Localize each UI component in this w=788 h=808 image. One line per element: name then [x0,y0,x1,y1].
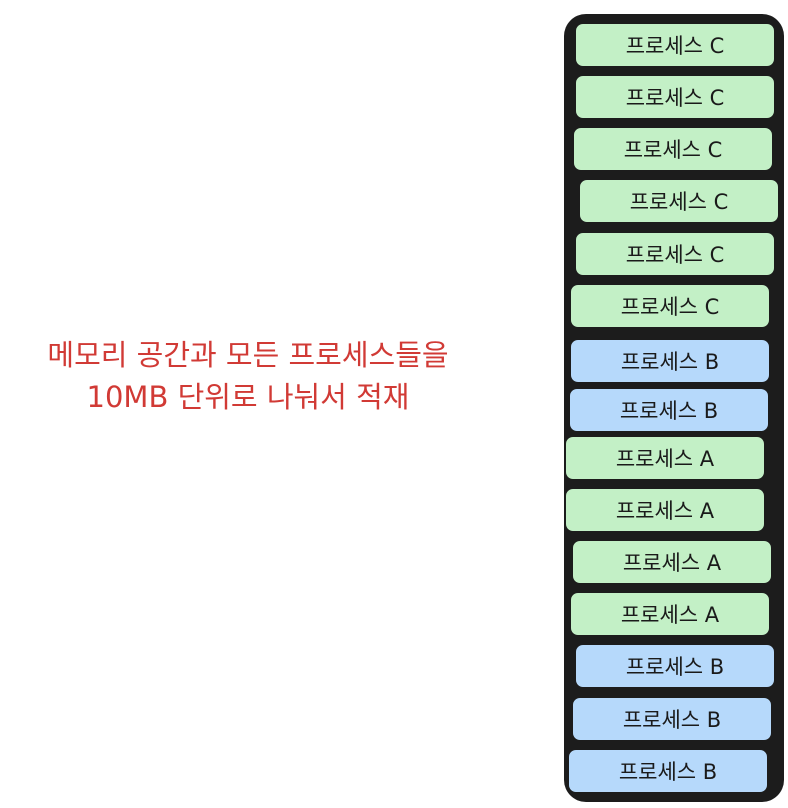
memory-block: 프로세스 C [574,74,776,120]
caption-line-2: 10MB 단위로 나눠서 적재 [86,380,410,414]
memory-block: 프로세스 C [578,178,780,224]
memory-block: 프로세스 A [564,487,766,533]
memory-block: 프로세스 B [568,387,770,433]
caption-line-1: 메모리 공간과 모든 프로세스들을 [47,338,449,372]
memory-block: 프로세스 C [574,231,776,277]
memory-block: 프로세스 B [571,696,773,742]
memory-block: 프로세스 C [574,22,776,68]
memory-block: 프로세스 C [572,126,774,172]
memory-block: 프로세스 C [569,283,771,329]
memory-block: 프로세스 A [569,591,771,637]
diagram-caption: 메모리 공간과 모든 프로세스들을 10MB 단위로 나눠서 적재 [0,334,496,418]
memory-stack: 프로세스 C 프로세스 C 프로세스 C 프로세스 C 프로세스 C 프로세스 C 프로세스… [564,14,784,802]
memory-block: 프로세스 B [569,338,771,384]
memory-block: 프로세스 A [564,435,766,481]
memory-block: 프로세스 B [567,748,769,794]
memory-block: 프로세스 B [574,643,776,689]
memory-block: 프로세스 A [571,539,773,585]
